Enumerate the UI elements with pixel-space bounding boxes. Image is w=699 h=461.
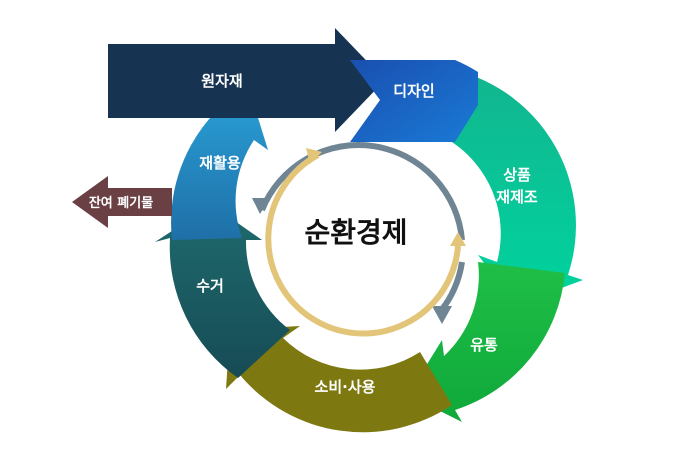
residual-waste-arrow (72, 176, 172, 228)
distribution-label: 유통 (470, 336, 498, 354)
inner-gold-arrow-arc (265, 152, 461, 337)
raw-material-label: 원자재 (201, 72, 242, 90)
inner-gold-arrowhead-top (306, 148, 322, 164)
inner-gray-arrow-arc (259, 142, 465, 241)
collection-label: 수거 (196, 277, 224, 295)
design-label: 디자인 (393, 82, 434, 100)
collection-segment (155, 205, 290, 378)
inner-gold-arrowhead-right (450, 232, 466, 246)
recycling-segment (171, 92, 268, 240)
remanufacture-label-line1: 상품 (503, 166, 531, 184)
raw-material-arrow (108, 28, 385, 132)
distribution-segment (408, 262, 565, 422)
residual-waste-label: 잔여 폐기물 (89, 195, 153, 211)
inner-gray-arrowhead-left (252, 198, 270, 214)
recycling-label: 재활용 (199, 154, 241, 172)
consumption-segment (226, 326, 452, 433)
inner-gray-arrowhead (432, 306, 452, 324)
consumption-label: 소비·사용 (315, 378, 376, 396)
remanufacture-label-line2: 재제조 (496, 188, 538, 206)
design-arrow (350, 60, 478, 142)
center-title: 순환경제 (304, 216, 407, 249)
